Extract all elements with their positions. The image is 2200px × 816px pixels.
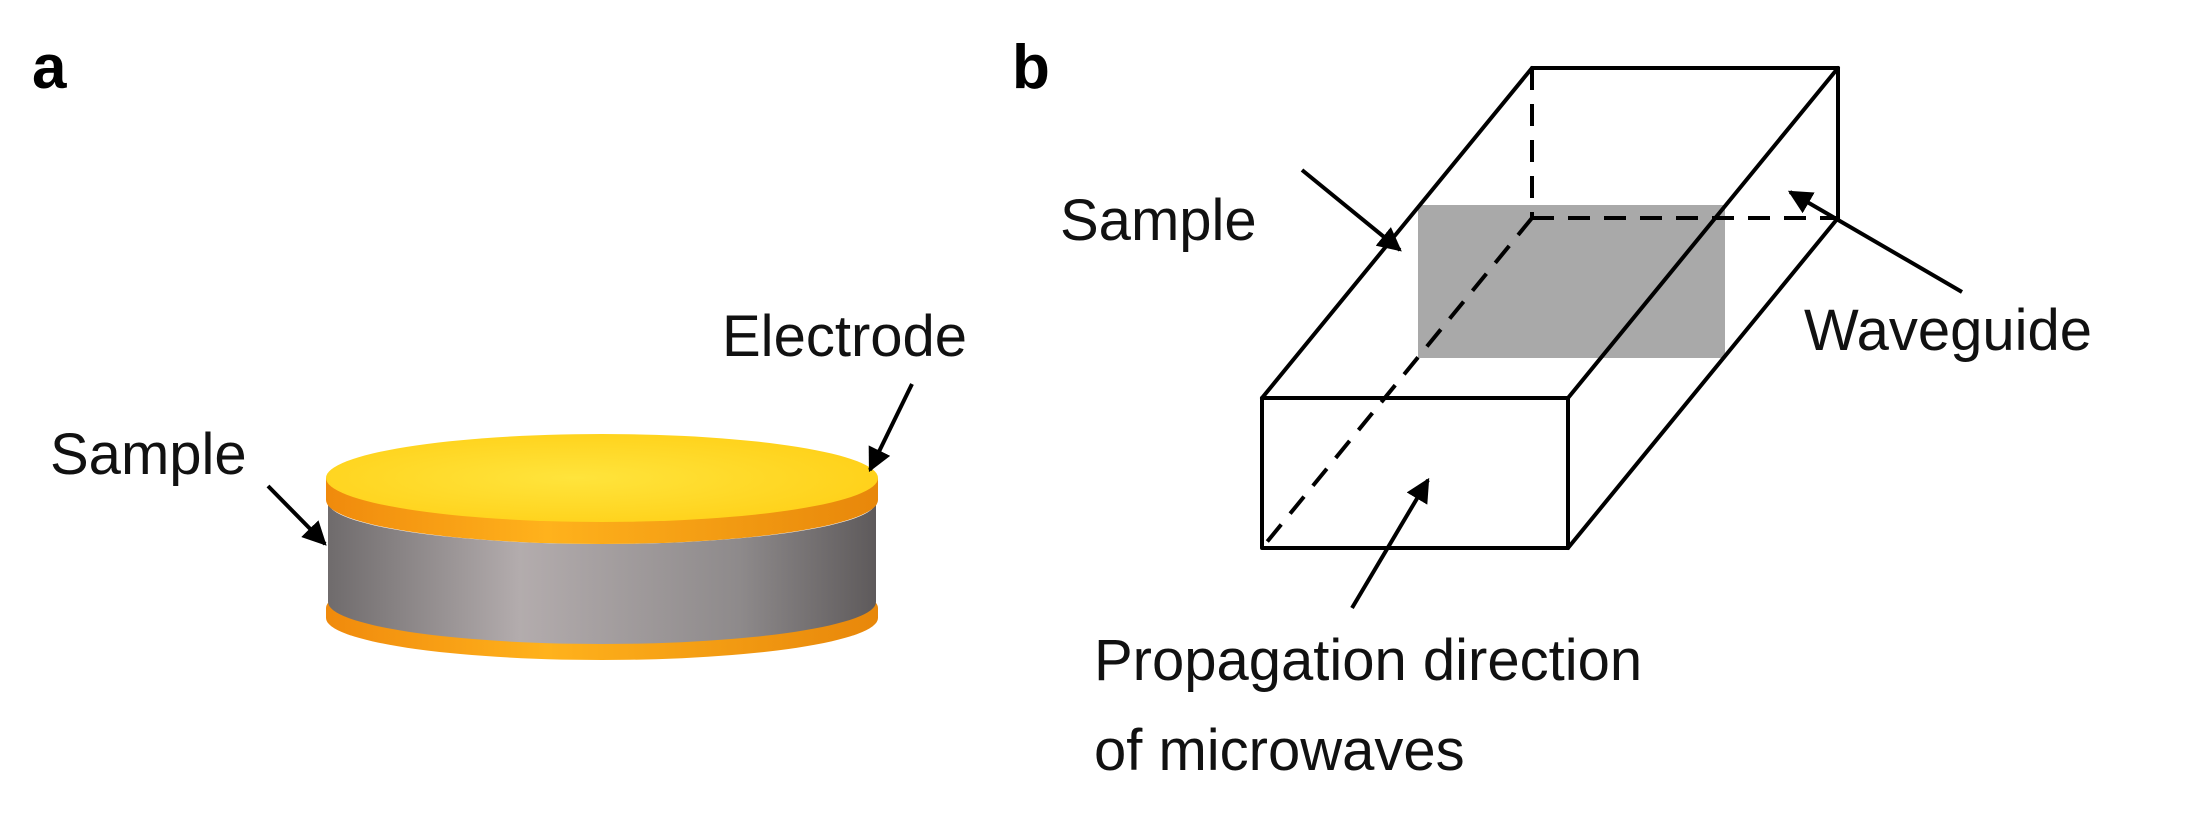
waveguide-edge (1566, 216, 1840, 550)
top-electrode (326, 434, 878, 544)
panel-b-label: b (1012, 33, 1050, 102)
waveguide-leader-arrow (1787, 190, 1964, 294)
electrode-leader-arrow (868, 383, 914, 473)
callout-waveguide: Waveguide (1804, 298, 2092, 363)
waveguide-box (1260, 66, 1840, 550)
callout-electrode: Electrode (722, 304, 967, 369)
disk-sample-assembly (326, 434, 878, 660)
propagation-leader-arrow (1350, 477, 1430, 610)
callout-propagation-line2: of microwaves (1094, 718, 1465, 783)
panel-a-label: a (32, 33, 67, 102)
top-electrode-face (326, 434, 878, 522)
callout-sample-a: Sample (50, 422, 247, 487)
waveguide-sample (1418, 205, 1725, 358)
panel-b: b Sample Waveguide Propagation direction… (1012, 33, 2092, 783)
waveguide-edge (1566, 66, 1840, 400)
disk-sample-body (328, 502, 876, 644)
sample-b-leader-arrow (1300, 168, 1402, 252)
waveguide-front-face (1260, 396, 1570, 550)
panel-a: a Electrode Sample (32, 33, 967, 660)
callout-propagation-line1: Propagation direction (1094, 628, 1642, 693)
sample-a-leader-arrow (266, 484, 327, 546)
callout-sample-b: Sample (1060, 188, 1257, 253)
